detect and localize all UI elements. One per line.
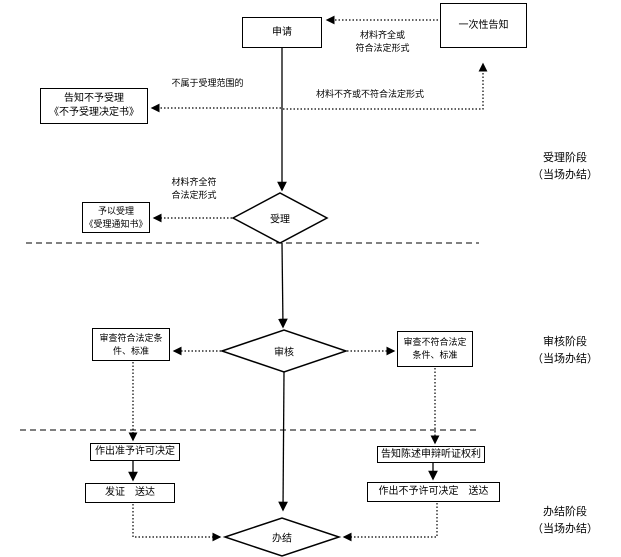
node-deny-decision: 作出不予许可决定 送达 (367, 482, 500, 502)
edge-issue-to-finish (132, 504, 222, 542)
edge-label-not-in-scope: 不属于受理范围的 (171, 78, 244, 88)
node-reject-notice: 告知不予受理 《不予受理决定书》 (40, 88, 148, 124)
edge-label-complete-or-legal: 材料齐全或 符合法定形式 (355, 30, 410, 54)
stage-label-accept: 受理阶段 （当场办结） (532, 152, 598, 182)
node-grant-decision: 作出准予许可决定 (90, 443, 180, 461)
stage-label-finish: 办结阶段 （当场办结） (532, 506, 598, 536)
node-notify-rights: 告知陈述申辩听证权利 (377, 446, 485, 463)
node-issue-deliver: 发证 送达 (85, 483, 175, 503)
diamond-review-label: 审核 (274, 347, 294, 359)
diamond-finish-shape (222, 517, 342, 557)
diamond-review-shape (219, 329, 349, 373)
stage-label-review: 审核阶段 （当场办结） (532, 336, 598, 366)
edge-accept-to-review (278, 242, 288, 329)
edge-deny-to-finish (342, 503, 438, 542)
edge-label-incomplete-or-illegal: 材料不齐或不符合法定形式 (315, 89, 424, 99)
diamond-finish-label: 办结 (272, 533, 292, 545)
node-apply: 申请 (242, 17, 322, 48)
node-review-pass: 审查符合法定条 件、标准 (92, 328, 170, 361)
node-accept-notice: 予以受理 《受理通知书》 (82, 202, 150, 233)
diamond-accept-shape (231, 192, 329, 244)
edge-apply-to-notice (283, 62, 488, 110)
node-review-fail: 审查不符合法定 条件、标准 (397, 331, 473, 367)
edge-label-complete-legal-form: 材料齐全符 合法定形式 (171, 177, 217, 201)
edge-review-to-finish (278, 371, 288, 512)
diamond-accept-label: 受理 (270, 214, 290, 226)
node-one-time-notice: 一次性告知 (440, 3, 527, 48)
